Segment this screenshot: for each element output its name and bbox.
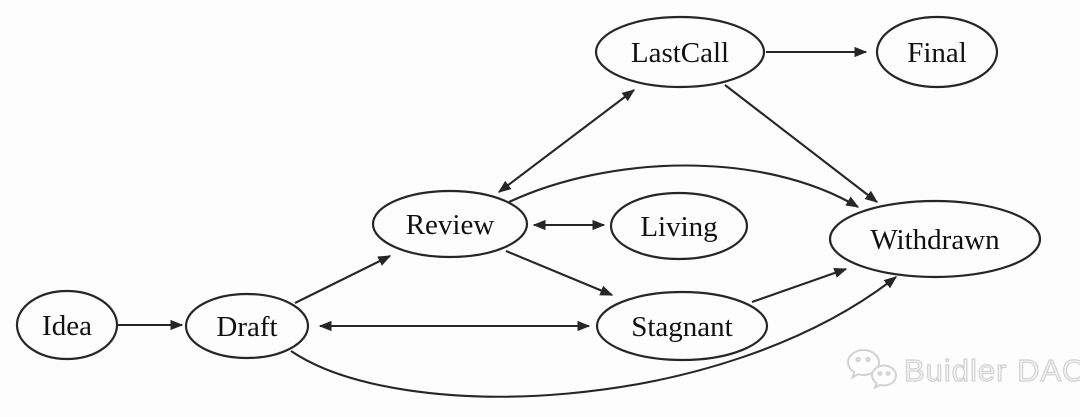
node-final-label: Final <box>907 37 967 69</box>
edge-draft-review <box>294 255 392 304</box>
node-lastcall-label: LastCall <box>631 37 729 69</box>
node-group: Idea Draft Review Living LastCall Final <box>15 15 1042 362</box>
edge-draft-withdrawn <box>290 276 898 398</box>
watermark: Buidler DAO <box>846 347 1080 395</box>
watermark-text: Buidler DAO <box>903 352 1080 388</box>
node-living: Living <box>609 191 749 261</box>
node-living-label: Living <box>640 211 717 243</box>
node-draft: Draft <box>184 292 310 360</box>
edge-stagnant-withdrawn <box>751 267 848 303</box>
edge-review-lastcall <box>497 89 636 193</box>
node-stagnant-label: Stagnant <box>631 311 733 343</box>
node-idea: Idea <box>15 289 119 361</box>
node-idea-label: Idea <box>42 310 92 342</box>
wechat-icon <box>846 348 898 390</box>
node-review: Review <box>371 189 529 259</box>
edge-group <box>117 46 898 398</box>
node-draft-label: Draft <box>216 311 277 343</box>
node-withdrawn-label: Withdrawn <box>870 224 1000 256</box>
edge-review-withdrawn <box>508 164 860 208</box>
node-review-label: Review <box>406 209 495 241</box>
node-final: Final <box>875 15 999 89</box>
node-withdrawn: Withdrawn <box>828 199 1042 279</box>
node-lastcall: LastCall <box>594 15 766 89</box>
node-stagnant: Stagnant <box>595 290 769 362</box>
edge-lastcall-withdrawn <box>724 84 879 203</box>
edge-review-stagnant <box>505 250 614 296</box>
